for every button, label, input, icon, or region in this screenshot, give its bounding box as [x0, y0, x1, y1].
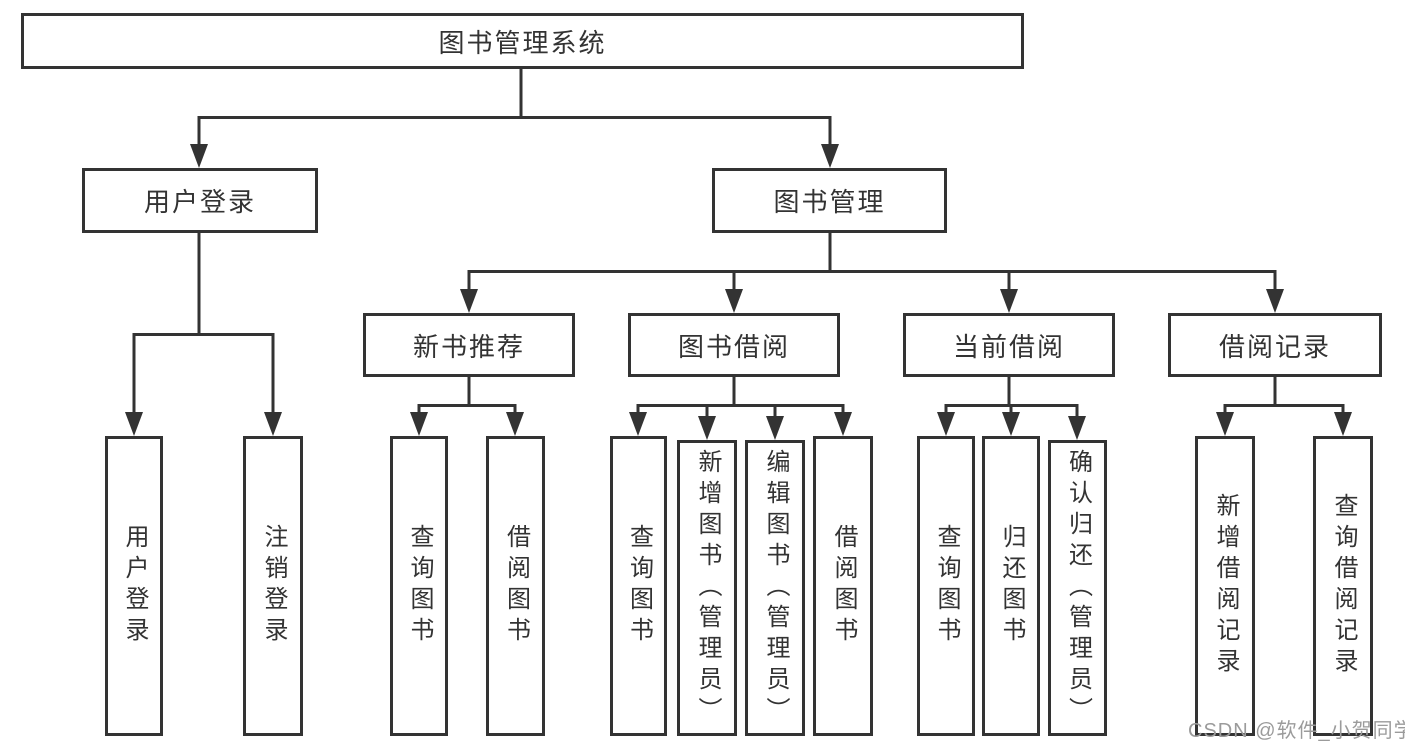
node-current-borrow: 当前借阅	[903, 313, 1115, 377]
node-label: 新书推荐	[412, 331, 525, 362]
leaf-label: 借阅图书	[502, 524, 530, 648]
leaf-bb-query-books: 查询图书	[610, 436, 667, 736]
csdn-watermark: CSDN @软件_小贺同学	[1188, 720, 1405, 742]
leaf-bb-borrow-books: 借阅图书	[813, 436, 873, 736]
node-book-management: 图书管理	[712, 168, 947, 233]
leaf-logout: 注销登录	[243, 436, 303, 736]
connector-borrow-records-branch	[1216, 377, 1352, 436]
leaf-label: 查询图书	[625, 524, 653, 648]
connector-new-book-rec-branch	[410, 377, 524, 436]
leaf-rec-borrow-books: 借阅图书	[486, 436, 545, 736]
connector-root-to-level2	[190, 69, 839, 168]
leaf-rec-query-books: 查询图书	[390, 436, 448, 736]
node-library-system: 图书管理系统	[21, 13, 1024, 69]
leaf-user-login: 用户登录	[105, 436, 163, 736]
node-label: 图书借阅	[677, 331, 790, 362]
node-label: 图书管理	[773, 187, 886, 217]
leaf-cb-confirm-return-admin: 确认归还（管理员）	[1048, 440, 1107, 736]
connector-book-borrow-branch	[629, 377, 852, 440]
node-user-login: 用户登录	[82, 168, 318, 233]
leaf-label: 查询借阅记录	[1330, 493, 1357, 679]
connector-current-borrow-branch	[937, 377, 1086, 440]
leaf-label: 新增图书（管理员）	[694, 448, 721, 728]
leaf-bb-edit-books-admin: 编辑图书（管理员）	[745, 440, 805, 736]
leaf-label: 确认归还（管理员）	[1064, 448, 1092, 728]
leaf-br-query-record: 查询借阅记录	[1313, 436, 1373, 736]
leaf-bb-add-books-admin: 新增图书（管理员）	[677, 440, 737, 736]
node-borrow-records: 借阅记录	[1168, 313, 1382, 377]
leaf-label: 借阅图书	[830, 524, 857, 648]
node-new-book-recommend: 新书推荐	[363, 313, 575, 377]
node-label: 用户登录	[143, 187, 256, 217]
node-label: 图书管理系统	[438, 27, 607, 58]
leaf-cb-query-books: 查询图书	[917, 436, 975, 736]
node-label: 借阅记录	[1218, 331, 1331, 362]
node-label: 当前借阅	[952, 331, 1065, 362]
leaf-label: 查询图书	[933, 524, 960, 648]
leaf-label: 注销登录	[260, 524, 287, 648]
leaf-cb-return-books: 归还图书	[982, 436, 1040, 736]
leaf-label: 归还图书	[998, 524, 1025, 648]
leaf-label: 用户登录	[121, 524, 148, 648]
node-book-borrow: 图书借阅	[628, 313, 840, 377]
connector-book-mgmt-branch	[460, 233, 1284, 313]
leaf-br-add-record: 新增借阅记录	[1195, 436, 1255, 736]
leaf-label: 编辑图书（管理员）	[762, 448, 789, 728]
leaf-label: 查询图书	[406, 524, 433, 648]
leaf-label: 新增借阅记录	[1212, 493, 1239, 679]
connector-user-login-branch	[125, 233, 282, 436]
